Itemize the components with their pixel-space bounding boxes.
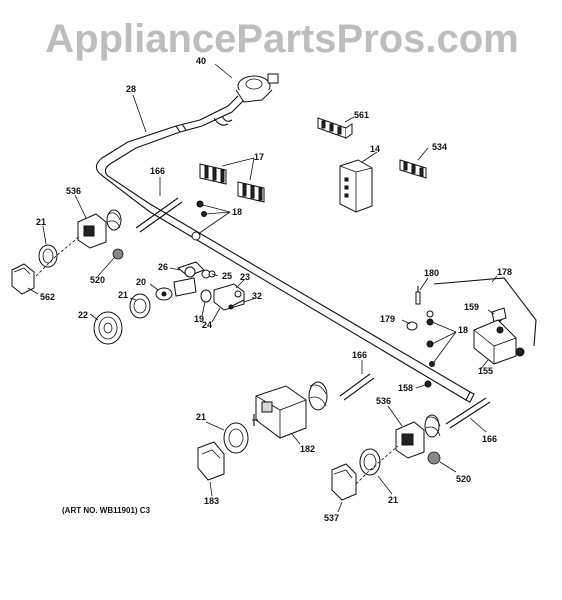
callout-561: 561 — [354, 110, 369, 120]
callout-180: 180 — [424, 268, 439, 278]
callout-18-right: 18 — [458, 325, 468, 335]
callout-158: 158 — [398, 383, 413, 393]
callout-19: 19 — [194, 314, 204, 324]
callout-166-right: 166 — [482, 434, 497, 444]
callout-40: 40 — [196, 56, 206, 66]
callout-182: 182 — [300, 444, 315, 454]
leader-lines — [27, 63, 498, 513]
clip-520-left — [112, 248, 124, 260]
knob-537 — [331, 463, 357, 501]
terminal-block-561 — [317, 117, 353, 139]
watermark-text: AppliancePartsPros.com — [45, 17, 519, 61]
callout-26: 26 — [158, 262, 168, 272]
callout-32: 32 — [252, 291, 262, 301]
terminal-block-534 — [399, 159, 427, 179]
bezel-21-bottom — [223, 422, 249, 454]
knob-562 — [11, 263, 35, 295]
pressure-regulator — [213, 73, 279, 126]
callout-25: 25 — [222, 271, 232, 281]
electrode-180 — [415, 286, 421, 305]
tube-166-right — [445, 397, 491, 429]
callout-21-left: 21 — [36, 217, 46, 227]
spark-module-14 — [339, 159, 373, 213]
bezel-21-left — [38, 244, 58, 268]
callout-536-left: 536 — [66, 186, 81, 196]
callout-159: 159 — [464, 302, 479, 312]
knob-183 — [197, 441, 225, 481]
callout-20: 20 — [136, 277, 146, 287]
tube-166-top — [135, 197, 183, 233]
callout-562: 562 — [40, 292, 55, 302]
callout-21-mid: 21 — [118, 290, 128, 300]
callout-166-mid: 166 — [352, 350, 367, 360]
callout-22: 22 — [78, 310, 88, 320]
callout-183: 183 — [204, 496, 219, 506]
callout-155: 155 — [478, 366, 493, 376]
screws-18 — [191, 200, 435, 367]
spark-module-155 — [473, 319, 525, 365]
valve-536-right — [395, 414, 441, 459]
screw-32 — [228, 299, 245, 310]
callout-17: 17 — [254, 152, 264, 162]
callout-166-top: 166 — [150, 166, 165, 176]
callout-179: 179 — [380, 314, 395, 324]
knob-22 — [93, 311, 123, 345]
tube-166-mid — [339, 373, 375, 401]
callout-18-top: 18 — [232, 207, 242, 217]
ignition-switches-17 — [199, 163, 265, 203]
art-number: (ART NO. WB11901) C3 — [62, 506, 151, 515]
callout-537: 537 — [324, 513, 339, 523]
igniter-159 — [491, 307, 507, 323]
callout-14: 14 — [370, 144, 380, 154]
callout-labels: 40 28 561 14 534 17 166 18 536 21 520 56… — [36, 56, 512, 523]
valve-536-left — [77, 209, 122, 249]
callout-534: 534 — [432, 142, 447, 152]
callout-21-right: 21 — [388, 495, 398, 505]
callout-21-bottom: 21 — [196, 412, 206, 422]
callout-536-right: 536 — [376, 396, 391, 406]
clip-520-right — [427, 451, 441, 465]
bezel-21-mid — [129, 293, 151, 319]
callout-520-left: 520 — [90, 275, 105, 285]
ring-19 — [200, 289, 212, 303]
valve-182 — [252, 381, 328, 439]
fitting-20 — [155, 287, 173, 301]
callout-24: 24 — [202, 320, 212, 330]
callout-28: 28 — [126, 84, 136, 94]
bezel-21-right — [359, 448, 381, 476]
callout-520-right: 520 — [456, 474, 471, 484]
callout-178: 178 — [497, 267, 512, 277]
wire-178 — [433, 277, 537, 347]
callout-23: 23 — [240, 272, 250, 282]
manifold-pipe — [95, 95, 475, 403]
screw-158 — [424, 380, 432, 388]
